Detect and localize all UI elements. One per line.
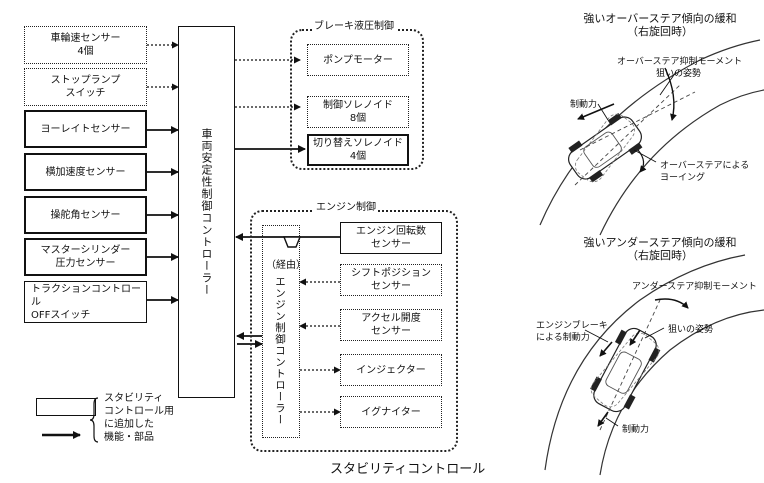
oversteer-yawing-label: オーバーステアによる ヨーイング: [660, 161, 750, 183]
engine-controller-label: エンジン制御コントローラー: [274, 276, 286, 426]
oversteer-title: 強いオーバーステア傾向の緩和 （右旋回時）: [583, 12, 737, 38]
oversteer-aim-label: 狙いの姿勢: [656, 69, 702, 79]
stop-lamp-switch-box: ストップランプ スイッチ: [24, 68, 147, 106]
understeer-illustration: [544, 254, 764, 476]
traction-off-switch-box: トラクションコントロール OFFスイッチ: [24, 281, 147, 323]
understeer-engine-brake-label: エンジンブレーキ による制動力: [536, 321, 608, 343]
steering-angle-sensor-box: 操舵角センサー: [24, 196, 147, 234]
switch-solenoid-box: 切り替えソレノイド 4個: [307, 134, 409, 166]
oversteer-illustration: [539, 39, 764, 236]
legend-box-sample: [36, 398, 96, 416]
understeer-moment-label: アンダーステア抑制モーメント: [632, 282, 757, 292]
injector-box: インジェクター: [340, 354, 442, 386]
master-cylinder-sensor-box: マスターシリンダー 圧力センサー: [24, 238, 147, 276]
legend-text: スタビリティ コントロール用 に追加した 機能・部品: [104, 393, 174, 443]
igniter-box: イグナイター: [340, 396, 442, 428]
via-label: （経由）: [266, 260, 306, 271]
vehicle-stability-controller-label: 車両安定性制御コントローラー: [200, 128, 213, 296]
wheel-speed-sensor-box: 車輪速センサー 4個: [24, 26, 147, 64]
understeer-aim-label: 狙いの姿勢: [668, 325, 714, 335]
legend-brace: [89, 397, 99, 443]
engine-controller-label-wrap: エンジン制御コントローラー: [273, 276, 288, 430]
oversteer-moment-label: オーバーステア抑制モーメント: [617, 57, 743, 67]
via-notch: [282, 236, 302, 248]
accel-opening-sensor-box: アクセル開度 センサー: [340, 309, 442, 341]
engine-speed-sensor-box: エンジン回転数 センサー: [340, 222, 442, 254]
pump-motor-box: ポンプモーター: [307, 44, 409, 76]
shift-position-sensor-box: シフトポジション センサー: [340, 264, 442, 296]
understeer-brake-force-label: 制動力: [622, 425, 650, 435]
understeer-title: 強いアンダーステア傾向の緩和 （右旋回時）: [583, 236, 737, 262]
yaw-rate-sensor-box: ヨーレイトセンサー: [24, 110, 147, 148]
engine-group-title: エンジン制御: [314, 198, 378, 213]
brake-group-title: ブレーキ液圧制御: [312, 17, 396, 32]
lateral-accel-sensor-box: 横加速度センサー: [24, 153, 147, 191]
oversteer-brake-force-label: 制動力: [570, 100, 598, 110]
engine-controller-box: [262, 225, 300, 438]
footer-title: スタビリティコントロール: [330, 462, 486, 477]
vehicle-stability-controller: 車両安定性制御コントローラー: [178, 26, 235, 398]
control-solenoid-box: 制御ソレノイド 8個: [307, 96, 409, 128]
